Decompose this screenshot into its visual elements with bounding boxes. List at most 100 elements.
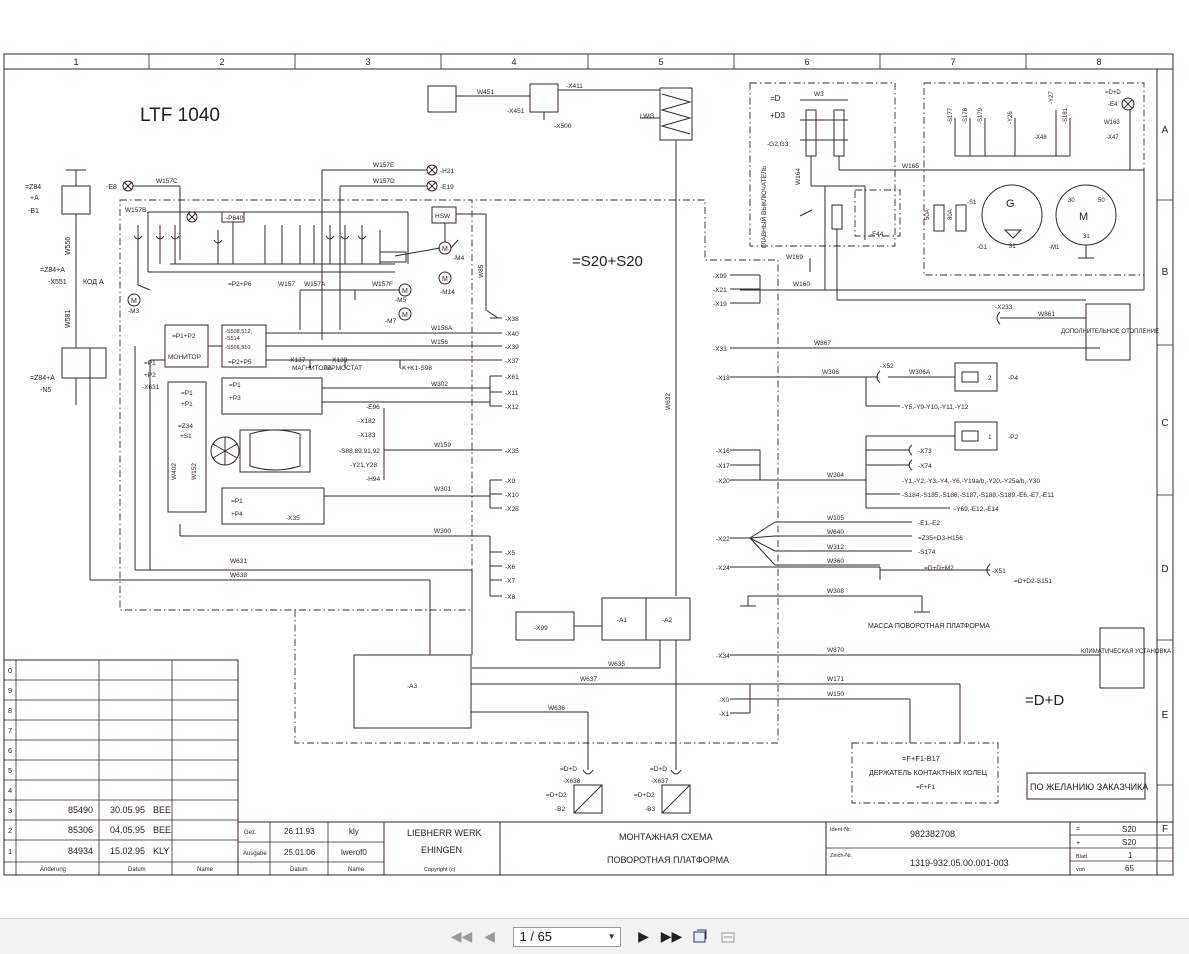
label-m5: -M5: [395, 297, 407, 304]
top-center: [427, 83, 693, 596]
chevron-down-icon: ▼: [607, 932, 616, 941]
tb-ident: 982382708: [910, 829, 955, 839]
rev-name-2: BEE: [153, 825, 171, 835]
group-outlines: [119, 82, 1146, 804]
label-z35: =Z35+D3-H156: [918, 535, 963, 542]
label-x24: -X24: [716, 565, 730, 572]
col-6: 6: [804, 57, 809, 67]
label-d: =D: [770, 94, 781, 103]
label-w156: W156: [431, 339, 448, 346]
last-page-icon[interactable]: ▶▶: [660, 928, 683, 944]
label-w157c: W157C: [156, 178, 178, 185]
col-8: 8: [1096, 57, 1101, 67]
first-page-icon[interactable]: ◀◀: [450, 928, 473, 944]
svg-text:M: M: [442, 246, 448, 253]
label-mass: МАССА ПОВОРОТНАЯ ПЛАТФОРМА: [868, 623, 990, 630]
label-x17: -X17: [716, 463, 730, 470]
label-n2: 2: [988, 375, 992, 382]
label-p2-a: +P2: [144, 372, 156, 379]
label-w163: W163: [1104, 120, 1120, 126]
tb-zeich: 1319-932.05.00.001-003: [910, 858, 1009, 868]
label-b3: -B3: [645, 806, 656, 813]
label-w85: W85: [478, 264, 485, 278]
label-x5: -X5: [505, 550, 516, 557]
revision-table-text: 0 9 8 7 6 5 4 3 2 1 85490 30.05.95 BEE 8…: [8, 666, 214, 873]
label-x22: -X22: [716, 536, 730, 543]
label-p1-c: +P1: [181, 401, 193, 408]
label-s514: -S514: [225, 336, 240, 342]
machine-title: LTF 1040: [140, 105, 220, 126]
tb-blatt-label: Blatt: [1076, 854, 1087, 860]
label-g: G: [1006, 198, 1015, 210]
label-x500: -X500: [554, 123, 572, 130]
label-x73: -X73: [918, 448, 932, 455]
tb-ident-label: Ident-Nr.: [830, 827, 852, 833]
fit-page-icon[interactable]: [689, 926, 711, 948]
label-option: ПО ЖЕЛАНИЮ ЗАКАЗЧИКА: [1030, 782, 1148, 792]
tb-ausgabe-date: 25.01.06: [284, 848, 316, 857]
label-x52: -X52: [880, 363, 894, 370]
rev-header-change: Änderung: [40, 866, 66, 873]
label-dop-heat: ДОПОЛНИТЕЛЬНОЕ ОТОПЛЕНИЕ: [1061, 329, 1159, 335]
revision-table: [3, 659, 239, 876]
label-x411: -X411: [566, 83, 583, 90]
label-x11: -X11: [505, 390, 519, 397]
label-x139: -X139: [330, 357, 348, 364]
label-e19: -E19: [440, 184, 454, 191]
col-7: 7: [950, 57, 955, 67]
fit-width-icon[interactable]: [717, 926, 739, 948]
svg-text:M: M: [402, 288, 408, 295]
label-lwg: LWG: [640, 113, 654, 120]
label-w165: W165: [902, 163, 919, 170]
label-x6: -X6: [505, 564, 516, 571]
center-left: [134, 324, 490, 655]
tb-gez-date: 26.11.93: [284, 827, 315, 836]
rev-row-9: 9: [8, 686, 12, 695]
label-kks98: -K+K1-S98: [400, 365, 432, 372]
previous-page-icon[interactable]: ◀: [484, 928, 495, 944]
label-slist: -S184,-S185,-S186,-S187,-S188,-S189,-E6,…: [902, 492, 1054, 499]
label-f44: -F44: [870, 231, 884, 238]
svg-text:M: M: [131, 298, 137, 305]
tb-ausgabe-name: lwerof0: [341, 848, 367, 857]
right-connectors: [730, 274, 1145, 743]
label-a: +A: [30, 195, 39, 202]
next-page-icon[interactable]: ▶: [638, 928, 649, 944]
label-m3: -M3: [128, 308, 140, 315]
label-n1: 1: [988, 434, 992, 441]
label-h94: -H94: [366, 476, 380, 483]
label-w556: W556: [65, 237, 72, 255]
label-a3: -A3: [407, 683, 418, 690]
main-switch: [740, 99, 1145, 301]
label-x37: -X37: [505, 358, 519, 365]
label-x61: -X61: [505, 374, 519, 381]
tb-blatt: 1: [1128, 851, 1133, 860]
label-p4: +P4: [231, 511, 243, 518]
row-c: C: [1161, 418, 1168, 429]
label-magnitola: МАГНИТОЛА: [292, 365, 333, 372]
tb-plus: +: [1076, 840, 1080, 847]
lamp-bus: M M M M M: [122, 164, 487, 340]
label-w157f: W157F: [372, 281, 393, 288]
tb-eq: =: [1076, 826, 1080, 833]
label-p1-d: =P1: [229, 382, 241, 389]
rev-date-3: 30.05.95: [110, 805, 145, 815]
label-x33: -X33: [713, 346, 727, 353]
label-x28: -X28: [505, 506, 519, 513]
row-letters: A B C D E F: [1161, 125, 1168, 835]
page-indicator: 1 / 65: [519, 929, 553, 944]
label-x19: -X19: [713, 301, 727, 308]
label-monitor: МОНИТОР: [168, 354, 201, 361]
page-selector[interactable]: 1 / 65 ▼: [512, 926, 621, 947]
tb-zeich-label: Zeich-Nr.: [830, 853, 853, 859]
label-w312: W312: [827, 544, 844, 551]
label-w171: W171: [827, 676, 844, 683]
label-w360: W360: [827, 558, 844, 565]
column-numbers: 1 2 3 4 5 6 7 8: [73, 57, 1101, 67]
label-x48: -X48: [1034, 135, 1047, 141]
rev-name-1: KLY: [153, 846, 169, 856]
label-dd-b: =D+D: [650, 766, 667, 773]
label-ffb17: =F+F1-B17: [902, 754, 940, 763]
label-dd2-a: =D+D2: [546, 792, 567, 799]
label-hsw: HSW: [435, 213, 451, 220]
